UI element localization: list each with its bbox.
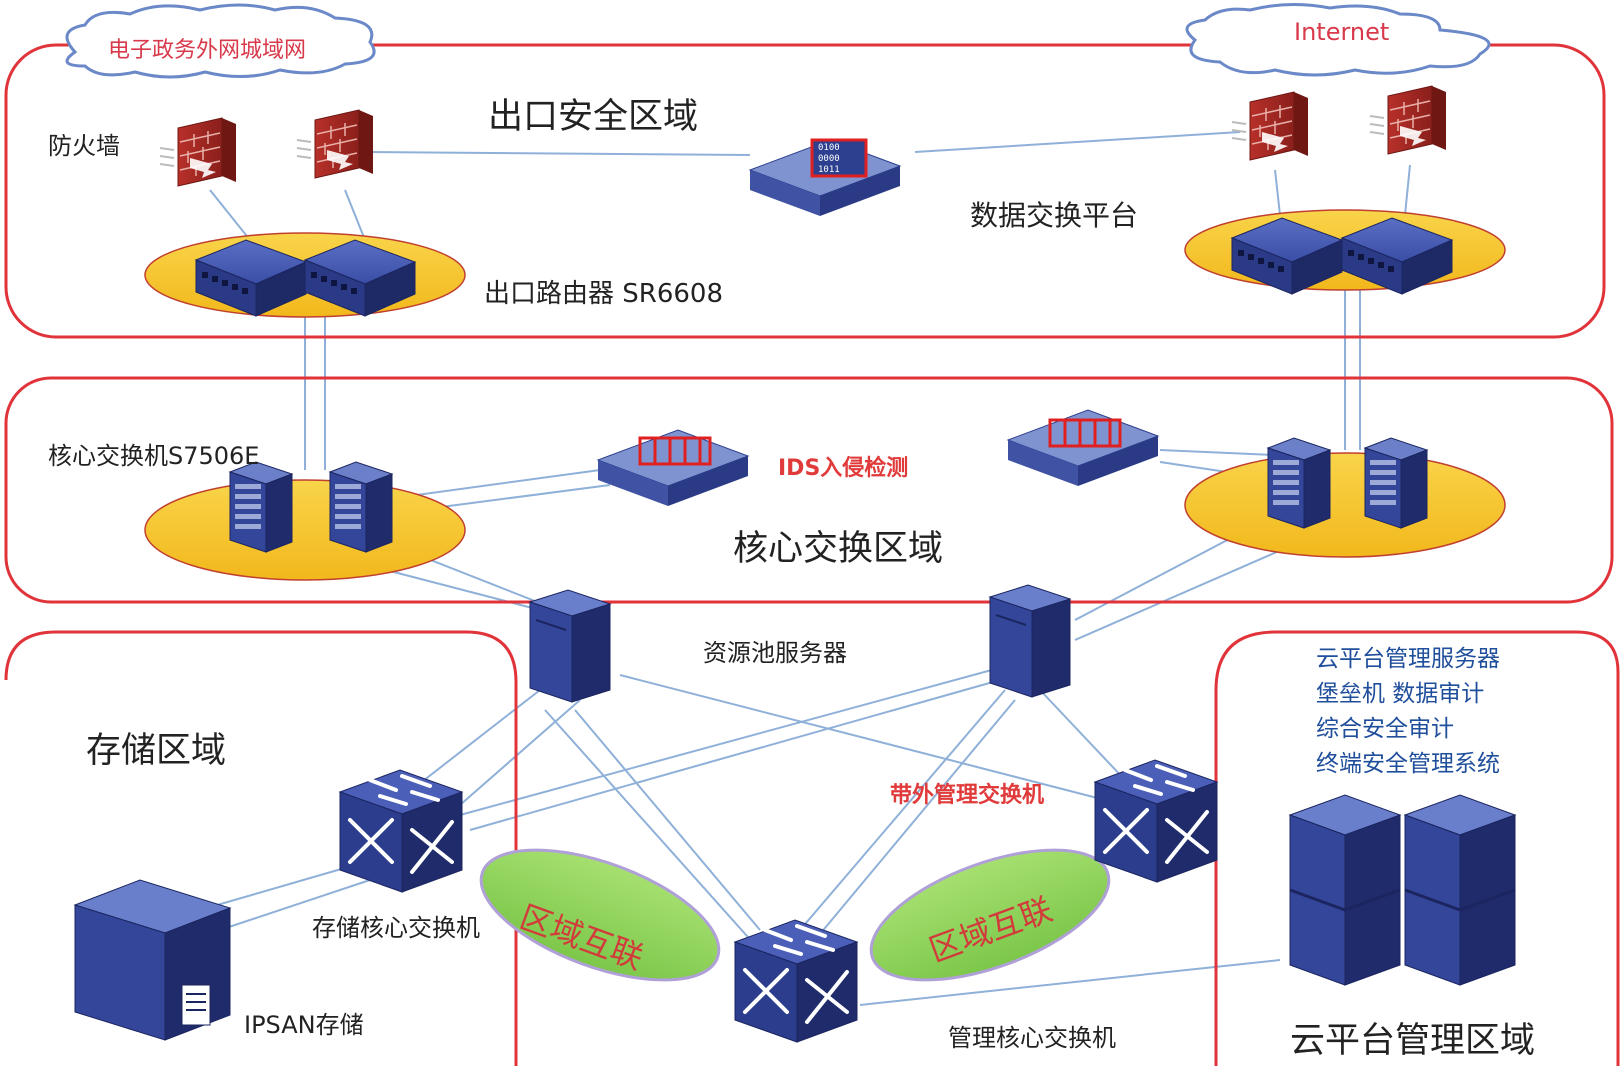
- cloud-label-internet: Internet: [1294, 18, 1390, 46]
- svg-text:1011: 1011: [818, 165, 840, 175]
- resource-pool-label: 资源池服务器: [703, 639, 847, 667]
- oob-switch-label: 带外管理交换机: [890, 783, 1045, 808]
- zone-exit-security-frame: [4, 43, 1606, 339]
- firewall-icon: [159, 117, 237, 187]
- region-link-ellipse-right: [869, 848, 1111, 982]
- zone-title-exit-security: 出口安全区域: [488, 97, 699, 137]
- cloud-mgmt-list: 云平台管理服务器 堡垒机 数据审计 综合安全审计 终端安全管理系统: [1316, 642, 1500, 782]
- ipsan-label: IPSAN存储: [244, 1011, 364, 1039]
- cloud-mgmt-list-item: 综合安全审计: [1316, 716, 1454, 742]
- core-switch-icon: [1364, 437, 1428, 529]
- mgmt-core-switch-label: 管理核心交换机: [948, 1024, 1116, 1052]
- cloud-mgmt-list-item: 终端安全管理系统: [1316, 751, 1500, 777]
- cloud-mgmt-servers-icon: [1288, 794, 1517, 986]
- zone-storage-frame: [4, 630, 518, 1066]
- resource-pool-server-icon: [529, 589, 611, 703]
- ids-device-icon: [597, 429, 749, 507]
- svg-text:0000: 0000: [818, 154, 840, 164]
- cloud-shape-right: [1185, 2, 1491, 77]
- svg-text:0100: 0100: [818, 143, 840, 153]
- region-link-ellipse-left: [479, 848, 721, 982]
- resource-pool-server-icon: [989, 584, 1071, 698]
- cloud-shape-left: [65, 3, 376, 79]
- exit-router-label: 出口路由器 SR6608: [484, 279, 724, 309]
- ids-device-icon: [1007, 409, 1159, 487]
- cloud-label-metro: 电子政务外网城域网: [108, 38, 307, 63]
- zone-title-cloud-mgmt: 云平台管理区域: [1290, 1021, 1536, 1061]
- firewall-icon: [1231, 91, 1309, 161]
- cloud-mgmt-list-item: 堡垒机 数据审计: [1316, 681, 1485, 707]
- ipsan-storage-icon: [73, 879, 232, 1041]
- oob-switch-icon: [1093, 758, 1219, 884]
- zone-core-switching-frame: [4, 376, 1614, 604]
- firewall-icon: [1369, 85, 1447, 155]
- zone-title-core-switching: 核心交换区域: [733, 529, 944, 569]
- firewall-icon: [296, 109, 374, 179]
- zone-title-storage: 存储区域: [86, 731, 227, 771]
- core-switch-icon: [1267, 437, 1331, 529]
- core-switch-icon: [229, 461, 293, 553]
- data-exchange-label: 数据交换平台: [970, 199, 1139, 232]
- core-switch-ellipse-right: [1184, 452, 1506, 558]
- core-switch-label: 核心交换机S7506E: [48, 442, 260, 470]
- zone-cloud-mgmt-frame: [1214, 630, 1620, 1066]
- cloud-mgmt-list-item: 云平台管理服务器: [1316, 646, 1500, 672]
- firewall-label: 防火墙: [48, 132, 120, 160]
- core-switch-icon: [329, 461, 393, 553]
- ids-label: IDS入侵检测: [778, 456, 909, 481]
- storage-core-switch-label: 存储核心交换机: [312, 914, 480, 942]
- mgmt-core-switch-icon: [733, 918, 859, 1044]
- storage-core-switch-icon: [338, 768, 464, 894]
- core-switch-ellipse-left: [144, 479, 466, 581]
